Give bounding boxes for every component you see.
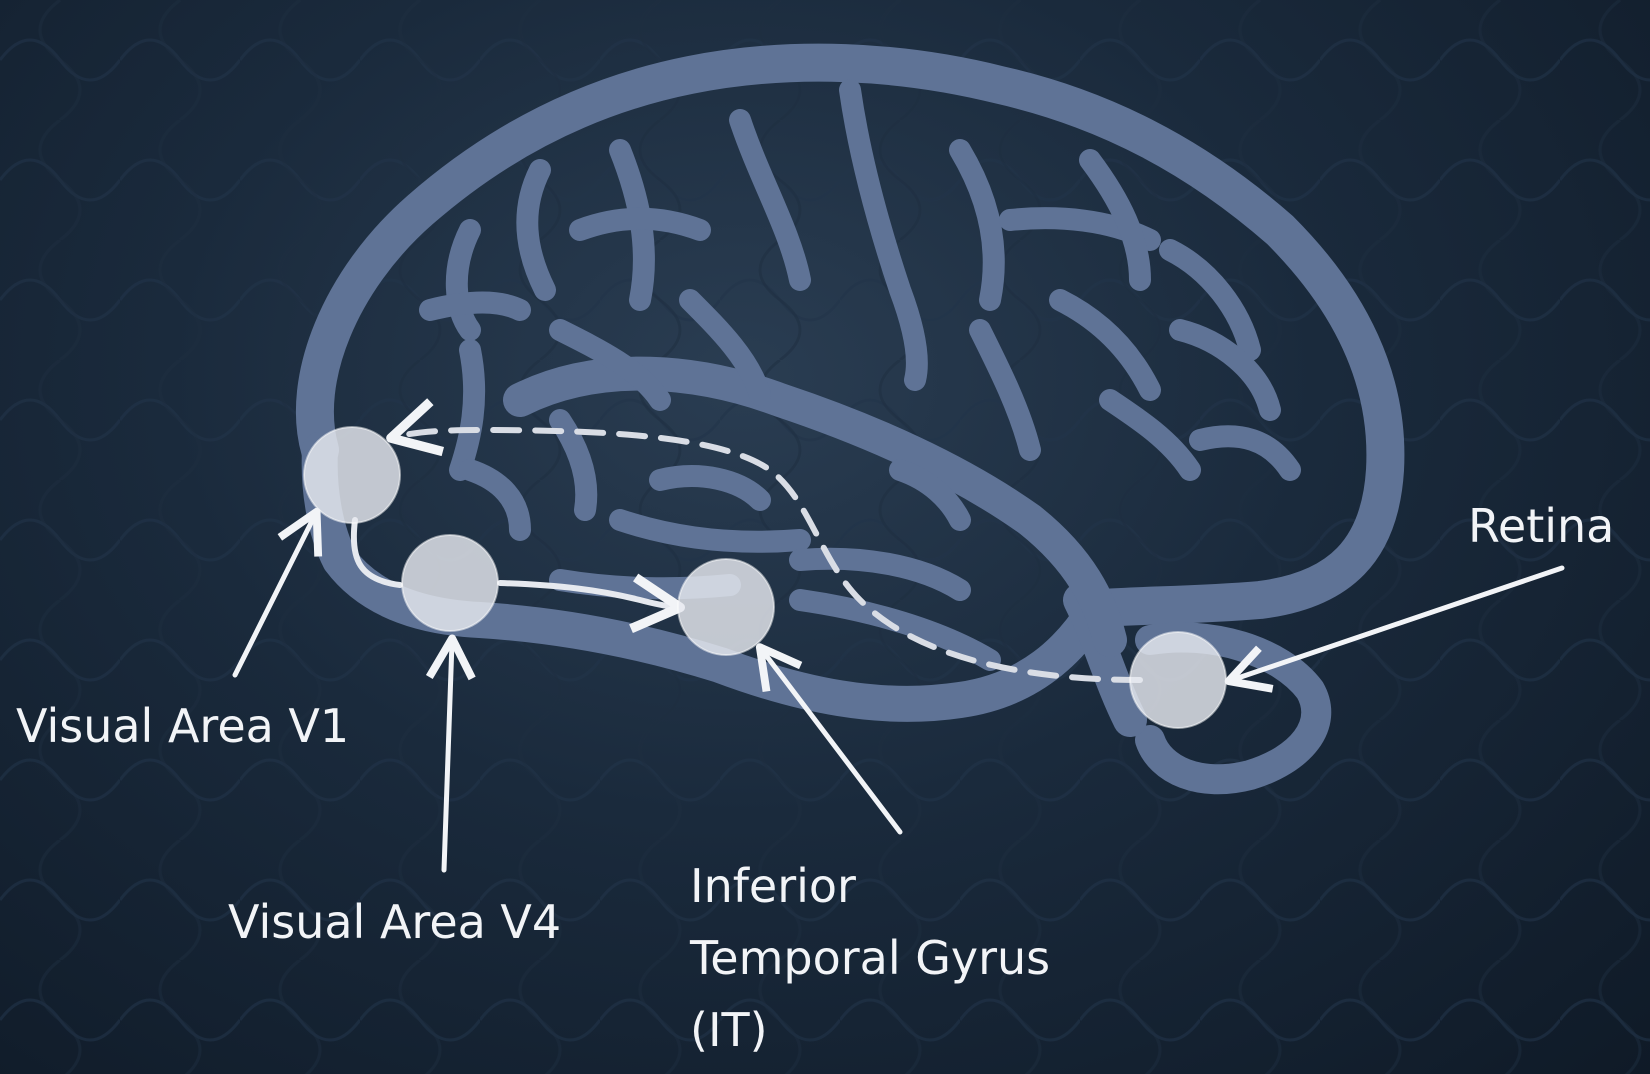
- v4-to-it-path: [497, 573, 685, 634]
- sulci: [419, 79, 1301, 671]
- label-it-line-2: Temporal Gyrus: [690, 931, 1051, 985]
- v1-pointer-arrow: [232, 507, 323, 678]
- label-it-line-1: Inferior: [690, 859, 856, 913]
- retina-pointer-arrow: [1224, 565, 1565, 693]
- brain-outline: [295, 43, 1405, 795]
- label-v4: Visual Area V4: [228, 886, 561, 958]
- label-it: Inferior Temporal Gyrus (IT): [690, 850, 1050, 1066]
- label-retina-text: Retina: [1468, 499, 1615, 553]
- label-v4-text: Visual Area V4: [228, 895, 562, 949]
- cortex-outline: [295, 43, 1405, 627]
- node-v1: [303, 426, 401, 524]
- node-it: [677, 558, 775, 656]
- retina-to-v1-dashed-path: [386, 398, 1143, 683]
- cerebellum-outline: [1135, 622, 1332, 795]
- label-arrows: [232, 507, 1565, 873]
- label-v1: Visual Area V1: [16, 690, 349, 762]
- v1-to-v4-path: [350, 517, 403, 588]
- label-it-line-3: (IT): [690, 1003, 768, 1057]
- v4-pointer-arrow: [425, 634, 476, 873]
- region-nodes: [303, 426, 1227, 729]
- label-retina: Retina: [1468, 490, 1614, 562]
- node-v4: [401, 534, 499, 632]
- label-v1-text: Visual Area V1: [16, 699, 350, 753]
- node-retina: [1129, 631, 1227, 729]
- temporal-lobe-outline: [301, 432, 1113, 722]
- it-pointer-arrow: [755, 643, 903, 835]
